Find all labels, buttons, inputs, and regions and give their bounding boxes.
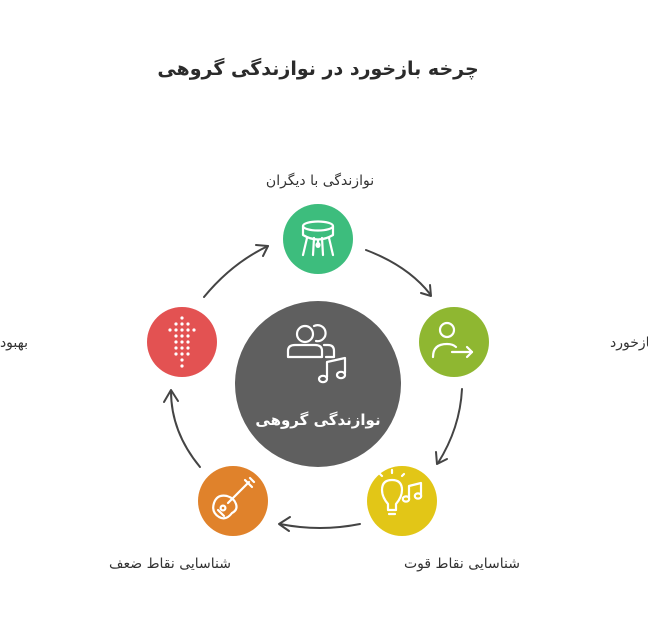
node-receive-feedback: دریافت بازخورد — [419, 307, 648, 377]
label-identify-weaknesses: شناسایی نقاط ضعف — [109, 556, 231, 572]
center-label: نوازندگی گروهی — [255, 411, 380, 429]
label-improve-skills: بهبود مهارت‌ها — [0, 335, 28, 351]
node-improve-skills: بهبود مهارت‌ها — [0, 307, 217, 377]
center-node: نوازندگی گروهی — [235, 301, 401, 467]
arrow-right-to-bottom-right — [435, 388, 463, 465]
cycle-arrows — [163, 244, 463, 532]
diagram-title: چرخه بازخورد در نوازندگی گروهی — [157, 57, 478, 80]
lightbulb-music-icon — [378, 468, 423, 516]
user-arrow-icon — [431, 321, 474, 359]
label-receive-feedback: دریافت بازخورد — [610, 335, 648, 351]
drum-icon — [301, 220, 335, 257]
node-circle-identify-weaknesses — [198, 466, 268, 536]
arrow-left-to-top — [203, 244, 269, 298]
arrow-bottom-right-to-bottom-left — [278, 516, 361, 532]
arrow-up-dotted-icon — [168, 316, 196, 368]
label-play-with-others: نوازندگی با دیگران — [266, 172, 374, 189]
arrow-top-to-right — [365, 249, 432, 297]
arrow-bottom-left-to-left — [163, 389, 201, 468]
node-identify-weaknesses: شناسایی نقاط ضعف — [109, 466, 268, 572]
guitar-icon — [212, 476, 256, 520]
center-circle — [235, 301, 401, 467]
node-play-with-others: نوازندگی با دیگران — [266, 172, 374, 274]
people-music-icon — [286, 324, 347, 384]
label-identify-strengths: شناسایی نقاط قوت — [404, 556, 520, 572]
node-circle-receive-feedback — [419, 307, 489, 377]
node-identify-strengths: شناسایی نقاط قوت — [367, 466, 520, 572]
